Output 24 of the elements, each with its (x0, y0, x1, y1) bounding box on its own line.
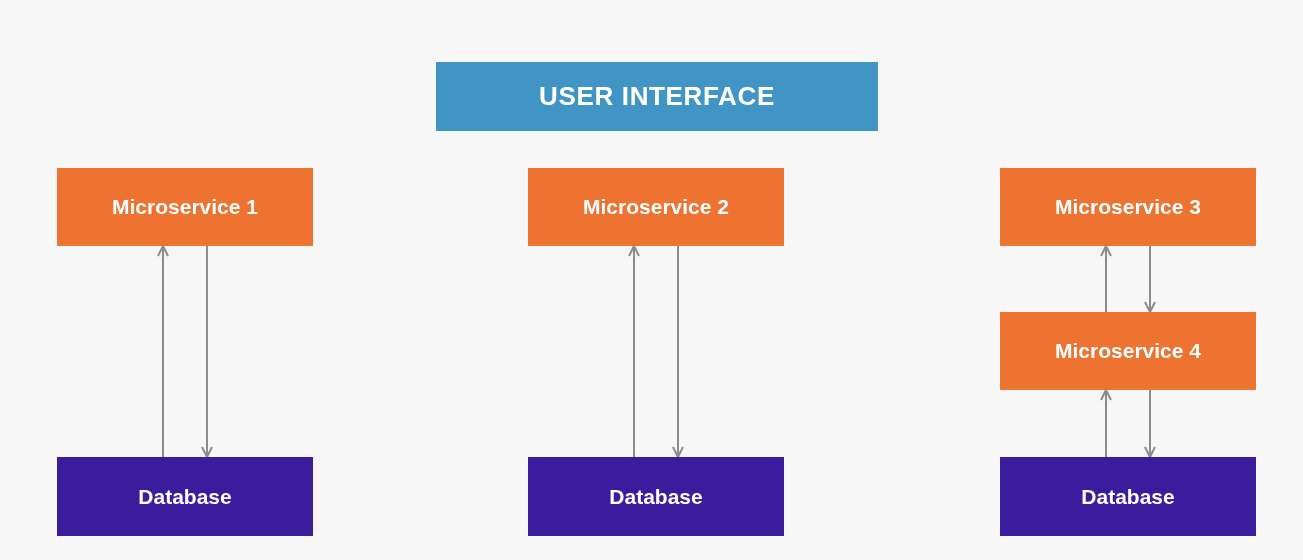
box-label: Microservice 1 (112, 194, 258, 221)
service-box (528, 168, 784, 246)
box-label: Database (1081, 483, 1175, 510)
interface-box (436, 62, 878, 131)
service-box (57, 168, 313, 246)
service-box (1000, 168, 1256, 246)
arrow (1144, 245, 1156, 313)
database-box (528, 457, 784, 536)
box-label: Microservice 4 (1055, 338, 1201, 365)
box-label: Database (138, 483, 232, 510)
box-label: USER INTERFACE (539, 80, 775, 113)
database-box (1000, 457, 1256, 536)
service-box (1000, 312, 1256, 390)
arrow (1100, 389, 1112, 458)
arrow (1144, 389, 1156, 458)
arrow (201, 245, 213, 458)
arrow (672, 245, 684, 458)
arrow (157, 245, 169, 458)
box-label: Microservice 2 (583, 194, 729, 221)
arrow (1100, 245, 1112, 313)
box-label: Database (609, 483, 703, 510)
arrow (628, 245, 640, 458)
database-box (57, 457, 313, 536)
box-label: Microservice 3 (1055, 194, 1201, 221)
